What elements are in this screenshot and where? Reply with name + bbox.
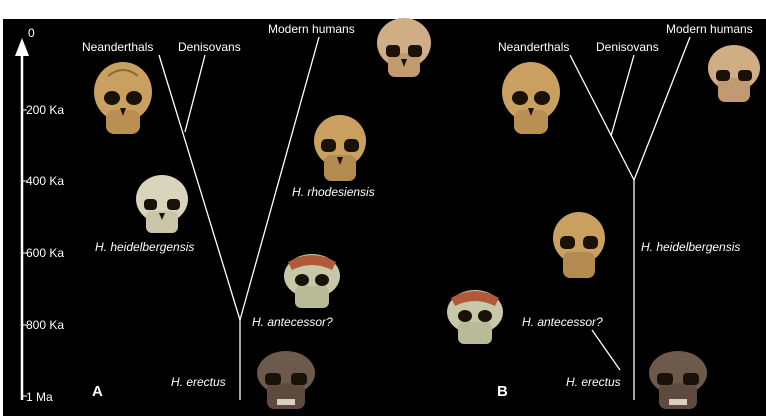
time-axis-arrowhead xyxy=(15,38,29,56)
b-branch-modern-humans xyxy=(634,37,690,180)
b-branch-denisovans xyxy=(611,55,634,136)
rhodesiensis-skull xyxy=(311,113,369,183)
modern-human-skull xyxy=(706,44,762,104)
antecessor-skull xyxy=(445,288,505,348)
erectus-skull xyxy=(255,349,317,411)
b-label-denisovans: Denisovans xyxy=(596,41,659,53)
a-label-antecessor: H. antecessor? xyxy=(252,316,333,328)
b-label-modern-humans: Modern humans xyxy=(666,23,753,35)
b-label-erectus: H. erectus xyxy=(566,376,621,388)
axis-tick-label: 1 Ma xyxy=(26,391,53,403)
modern-human-skull xyxy=(374,17,434,79)
b-antecessor-connector xyxy=(592,330,620,370)
neanderthal-skull xyxy=(500,60,562,138)
b-label-antecessor: H. antecessor? xyxy=(522,316,603,328)
a-label-denisovans: Denisovans xyxy=(178,41,241,53)
heidelbergensis-skull xyxy=(134,173,190,235)
neanderthal-skull xyxy=(92,60,154,138)
axis-tick-label: 400 Ka xyxy=(26,175,64,187)
panel-a-letter: A xyxy=(92,384,103,399)
a-label-modern-humans: Modern humans xyxy=(268,23,355,35)
b-label-neanderthals: Neanderthals xyxy=(498,41,569,53)
axis-tick-label: 200 Ka xyxy=(26,104,64,116)
a-label-heidelbergensis: H. heidelbergensis xyxy=(95,241,194,253)
panel-b-letter: B xyxy=(497,384,508,399)
b-branch-archaic xyxy=(570,55,634,180)
a-branch-denisovans xyxy=(185,55,205,132)
b-label-heidelbergensis: H. heidelbergensis xyxy=(641,241,740,253)
rhodesiensis-skull xyxy=(550,210,608,280)
antecessor-skull xyxy=(282,252,342,310)
axis-tick-label: 800 Ka xyxy=(26,319,64,331)
a-label-rhodesiensis: H. rhodesiensis xyxy=(292,186,375,198)
a-label-erectus: H. erectus xyxy=(171,376,226,388)
axis-top-label: 0 xyxy=(28,27,35,39)
erectus-skull xyxy=(647,349,709,411)
a-label-neanderthals: Neanderthals xyxy=(82,41,153,53)
axis-tick-label: 600 Ka xyxy=(26,247,64,259)
